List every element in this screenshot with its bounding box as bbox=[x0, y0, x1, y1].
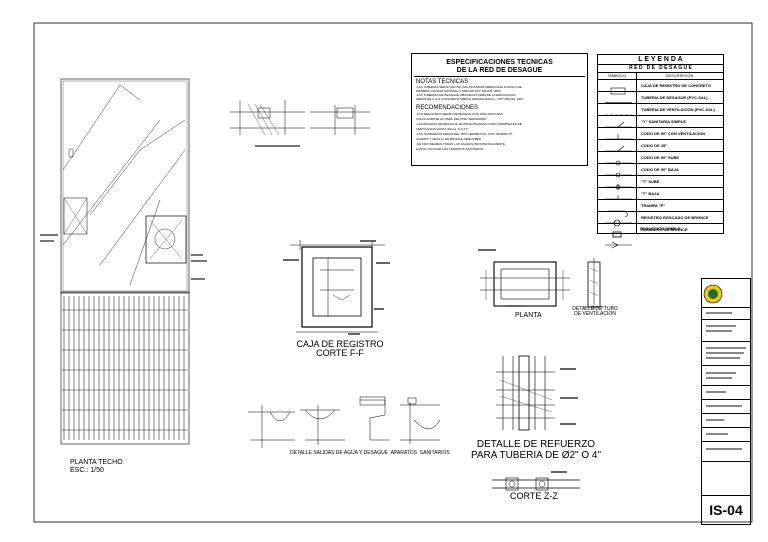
rec-line: HASTA COLOCAR LOS APARATOS SANITARIOS bbox=[416, 147, 484, 151]
tb-row: IS-04 bbox=[702, 495, 750, 525]
legend-desc: "Y" SANITARIA SIMPLE bbox=[641, 119, 686, 124]
legend-row: CODO DE 90° SUBE bbox=[598, 151, 723, 164]
tb-row bbox=[702, 441, 750, 462]
legend-box: L E Y E N D A R E D D E D E S A G U E SI… bbox=[597, 54, 724, 234]
rec-line: -LAS BAJADAS DE DESAGUE SE PROLONGARAN C… bbox=[416, 122, 522, 126]
plan-hatch bbox=[62, 296, 188, 440]
vent-tube-drawing bbox=[584, 258, 604, 310]
legend-desc: "T" SUBE bbox=[641, 179, 660, 184]
rec-line: VENTILACION HASTA 30cms. S.N.T.T. bbox=[416, 127, 469, 131]
refuerzo-drawing bbox=[496, 355, 578, 431]
rec-line: -LOS REGISTROS SERAN DE BRONCE CON TAPA … bbox=[416, 112, 504, 116]
legend-row: "Y" SANITARIA SIMPLE bbox=[598, 115, 723, 128]
plan-side-notes bbox=[40, 234, 207, 280]
tb-row bbox=[702, 461, 750, 496]
corte-zz-title: CORTE Z-Z bbox=[510, 491, 558, 501]
rec-line: CUERPO Y REJILLA DE BRONCE REMOVIBLE bbox=[416, 137, 482, 141]
title-block: IS-04 bbox=[701, 278, 751, 525]
plan-title: PLANTA TECHO bbox=[70, 459, 123, 466]
tb-row bbox=[702, 319, 750, 342]
note-line: -LAS TUBERIAS DE DESAGUE UBICADAS FUERA … bbox=[416, 93, 516, 97]
refuerzo-subtitle: PARA TUBERIA DE Ø2" O 4" bbox=[470, 450, 602, 461]
legend-desc: TUBERIA DE VENTILACION (PVC-SAL) bbox=[641, 107, 715, 112]
caja-registro-drawing bbox=[290, 240, 385, 333]
legend-row: CODO DE 90° BAJA bbox=[598, 163, 723, 176]
rec-line: -LOS SUMIDEROS SERAN DEL TIPO HERMETICO,… bbox=[416, 132, 513, 136]
legend-desc: CODO DE 90° SUBE bbox=[641, 155, 680, 160]
legend-desc: REGISTRO ROSCADO DE BRONCE bbox=[641, 215, 709, 220]
legend-col-symbol: SIMBOLO bbox=[607, 73, 627, 78]
sheet-frame bbox=[33, 22, 753, 523]
legend-col-desc: DESCRIPCION bbox=[665, 73, 694, 78]
specs-title-1: ESPECIFICACIONES TECNICAS bbox=[446, 59, 553, 66]
legend-desc-last: REDUCCION SIMPLE bbox=[640, 226, 681, 231]
legend-row: CODO DE 90° CON VENTILACION bbox=[598, 127, 723, 140]
legend-row: "T" BAJA bbox=[598, 187, 723, 200]
legend-desc: SUMIDERO DE BRONCE bbox=[641, 227, 688, 232]
planta-drawing bbox=[478, 249, 570, 307]
top-detail bbox=[230, 100, 370, 147]
tb-row bbox=[702, 399, 750, 414]
legend-desc: TRAMPA "P" bbox=[641, 203, 666, 208]
caja-callouts bbox=[283, 240, 390, 335]
refuerzo-title: DETALLE DE REFUERZO bbox=[476, 439, 596, 450]
rec-line: -SE TAPONEARAN TODAS LAS SALIDAS PROVISI… bbox=[416, 142, 505, 146]
legend-row: TUBERIA DE DESAGUE (PVC-SAL) bbox=[598, 91, 723, 104]
caja-title: CAJA DE REGISTRO bbox=[296, 339, 384, 349]
note-line: -LAS TUBERIAS SERAN DE PVC-SAL (STANDAR … bbox=[416, 85, 522, 89]
legend-desc: CAJA DE REGISTRO DE CONCRETO bbox=[641, 83, 712, 88]
specs-title-2: DE LA RED DE DESAGUE bbox=[456, 67, 543, 74]
tb-row bbox=[702, 307, 750, 320]
tb-row bbox=[702, 385, 750, 400]
legend-desc: CODO DE 90° BAJA bbox=[641, 167, 679, 172]
vent-title: DETALLE DE TUBO bbox=[572, 306, 618, 312]
note-line: SERAN DE C.S.N (CONCRETO SIMPLE NORMALIZ… bbox=[416, 97, 524, 101]
legend-desc: "T" BAJA bbox=[641, 191, 660, 196]
fixtures-drawing bbox=[248, 396, 441, 448]
legend-subtitle: R E D D E D E S A G U E bbox=[629, 65, 692, 71]
tb-row bbox=[702, 413, 750, 428]
legend-row: TUBERIA DE VENTILACION (PVC-SAL) bbox=[598, 103, 723, 116]
recs-heading: RECOMENDACIONES bbox=[416, 105, 479, 111]
planta-title: PLANTA bbox=[515, 312, 542, 319]
tb-row bbox=[702, 365, 750, 386]
corte-zz-drawing bbox=[492, 471, 580, 491]
sheet-code: IS-04 bbox=[709, 502, 743, 518]
rec-line: COLOCANDOSE AL NIVEL DEL PISO TERMINADO bbox=[416, 117, 487, 121]
fixtures-title: DETALLE SALIDAS DE AGUA Y DESAGUE APARAT… bbox=[290, 450, 450, 456]
legend-row: SUMIDERO DE BRONCE bbox=[598, 223, 723, 234]
notes-heading: NOTAS TECNICAS bbox=[416, 79, 469, 85]
legend-desc: CODO DE 90° CON VENTILACION bbox=[641, 131, 706, 136]
legend-row: "T" SUBE bbox=[598, 175, 723, 188]
legend-desc: TUBERIA DE DESAGUE (PVC-SAL) bbox=[641, 95, 708, 100]
vent-subtitle: DE VENTILACION bbox=[574, 311, 616, 317]
tb-row bbox=[702, 427, 750, 442]
tb-logo bbox=[703, 284, 723, 304]
caja-subtitle: CORTE F-F bbox=[316, 348, 364, 358]
note-line: PRIMERA CALIDAD NATURAL O SIMILAR NTP 39… bbox=[416, 89, 501, 93]
tb-row bbox=[702, 341, 750, 366]
legend-row: REGISTRO ROSCADO DE BRONCE bbox=[598, 211, 723, 224]
legend-row: CODO DE 45° bbox=[598, 139, 723, 152]
legend-row: TRAMPA "P" bbox=[598, 199, 723, 212]
legend-desc: CODO DE 45° bbox=[641, 143, 667, 148]
legend-row: CAJA DE REGISTRO DE CONCRETO bbox=[598, 79, 723, 92]
specs-box: ESPECIFICACIONES TECNICAS DE LA RED DE D… bbox=[411, 53, 588, 166]
legend-title: L E Y E N D A bbox=[638, 56, 683, 63]
roof-plan bbox=[60, 78, 190, 445]
plan-scale: ESC.: 1/50 bbox=[70, 467, 104, 474]
